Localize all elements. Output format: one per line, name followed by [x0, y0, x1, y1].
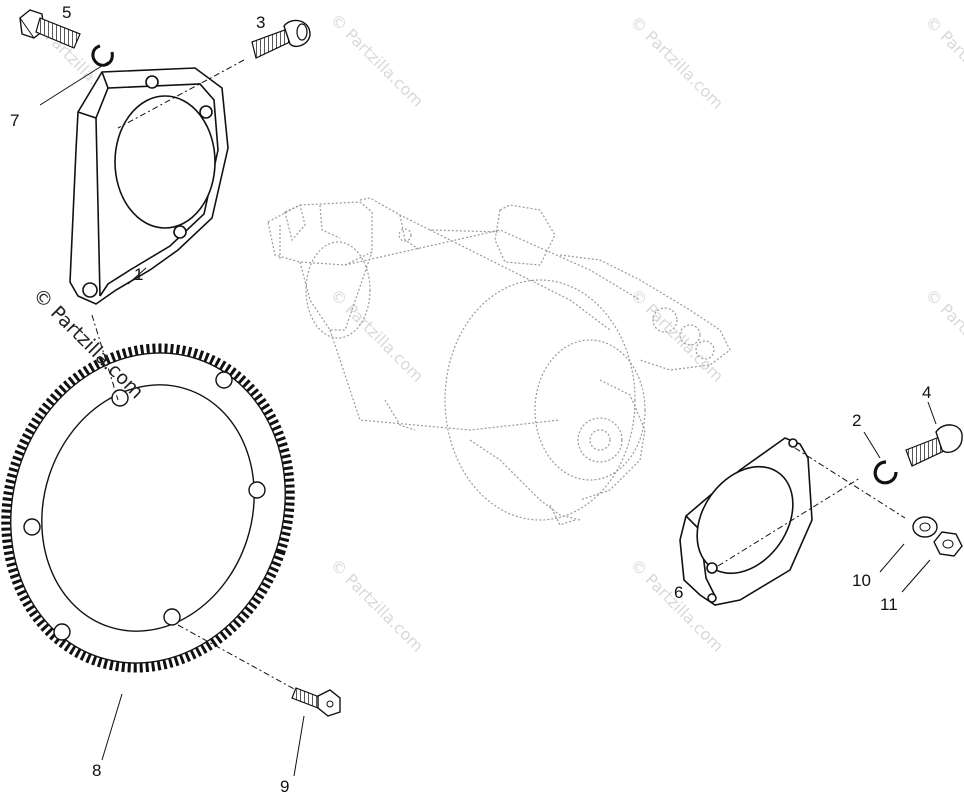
bracket-part-6	[679, 437, 813, 606]
ring-gear-part-8	[1, 343, 295, 673]
lock-washer-part-2	[873, 460, 898, 485]
callout-9: 9	[280, 777, 290, 796]
callout-3: 3	[256, 13, 266, 32]
callout-1: 1	[134, 265, 144, 284]
callout-10: 10	[852, 571, 871, 590]
screw-part-9	[291, 687, 341, 717]
callout-4: 4	[922, 383, 932, 402]
bolt-part-3	[251, 19, 311, 59]
nut-part-11	[933, 531, 963, 557]
bolt-part-5	[19, 9, 81, 49]
lock-washer-top	[91, 44, 114, 67]
leader-lines	[39, 59, 937, 777]
callout-7: 7	[10, 111, 20, 130]
callout-2: 2	[852, 411, 862, 430]
callout-8: 8	[92, 761, 102, 780]
starter-motor-ghost	[267, 197, 731, 526]
flat-washer-part-10	[912, 516, 938, 538]
callout-5: 5	[62, 3, 72, 22]
bracket-part-1	[69, 67, 229, 305]
callout-6: 6	[674, 583, 684, 602]
bolt-part-4	[905, 424, 963, 467]
callout-11: 11	[880, 595, 898, 614]
